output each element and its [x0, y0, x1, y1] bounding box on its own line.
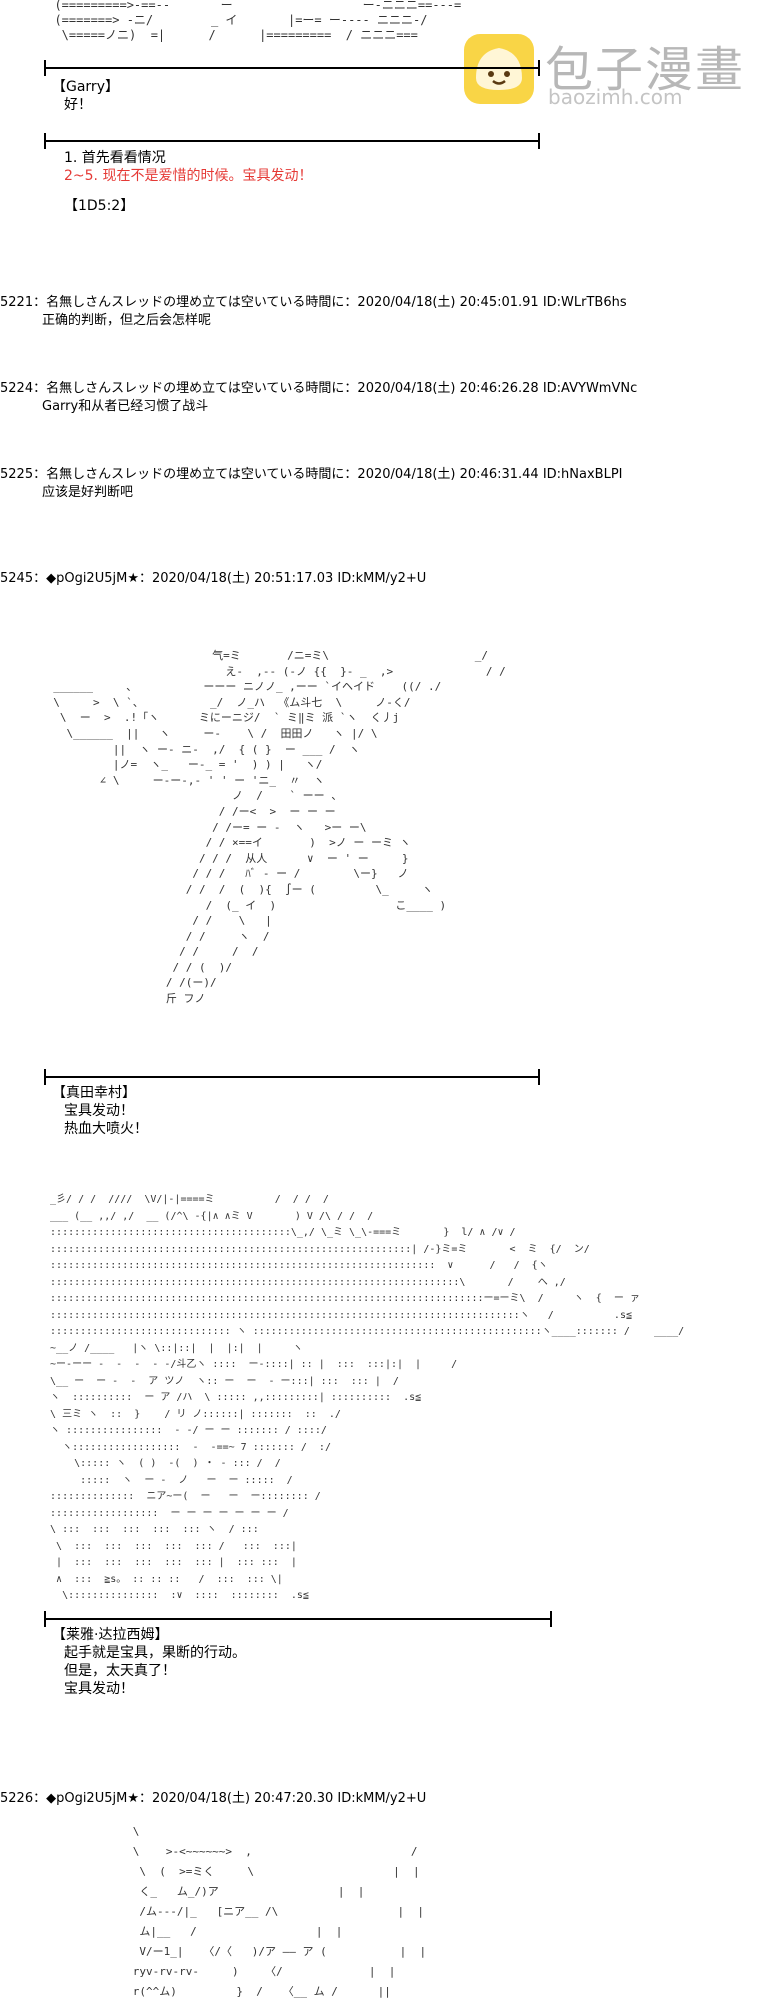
post-header: 5221：名無しさんスレッドの埋め立ては空いている時間に：2020/04/18(…: [0, 295, 627, 310]
dialogue-line: 起手就是宝具，果断的行动。: [64, 1645, 246, 1661]
watermark-url: baozimh.com: [548, 85, 683, 109]
dialogue-line: 好！: [64, 97, 92, 113]
dice-roll: 【1D5:2】: [64, 198, 135, 214]
divider: [44, 133, 540, 149]
post-header: 5225：名無しさんスレッドの埋め立ては空いている時間に：2020/04/18(…: [0, 467, 623, 482]
dialogue-line: 宝具发动！: [64, 1681, 134, 1697]
ascii-art-sanada: 气=ミ /ニ=ミ\ _/ え- ,-- (-ノ {{ }- _ ,> / / _…: [53, 649, 506, 1006]
ascii-art-bottom: \ \ >-<~~~~~~> , / \ ( >=ミく \ | | く_ ム_/…: [132, 1825, 427, 1998]
aa-top-fragment: (=========>-==-- ー ー-ニニニ==---= (=======>…: [54, 0, 462, 42]
speaker-name: 【莱雅·达拉西姆】: [52, 1627, 169, 1643]
post-body: Garry和从者已经习惯了战斗: [42, 399, 209, 414]
dialogue-garry: 【Garry】 好！: [52, 78, 119, 114]
post-header: 5224：名無しさんスレッドの埋め立ては空いている時間に：2020/04/18(…: [0, 381, 638, 396]
post-body: 应该是好判断吧: [42, 485, 134, 500]
ascii-art-medea: _彡/ / / //// \V/|-|====ミ / / / / ___ (__…: [50, 1194, 685, 1601]
dialogue-leia: 【莱雅·达拉西姆】 起手就是宝具，果断的行动。 但是，太天真了！ 宝具发动！: [52, 1626, 246, 1698]
baozi-logo-icon: [464, 34, 534, 104]
divider: [44, 1069, 540, 1085]
divider: [44, 60, 540, 76]
speaker-name: 【Garry】: [52, 79, 119, 95]
dialogue-line: 宝具发动！: [64, 1103, 134, 1119]
dialogue-line: 热血大喷火！: [64, 1121, 148, 1137]
choice-menu: 1. 首先看看情况 2~5. 现在不是爱惜的时候。宝具发动！ 【1D5:2】: [64, 149, 312, 215]
choice-option-1: 1. 首先看看情况: [64, 150, 166, 166]
post-header-5226: 5226：◆pOgi2U5jM★：2020/04/18(土) 20:47:20.…: [0, 1791, 427, 1806]
dialogue-line: 但是，太天真了！: [64, 1663, 176, 1679]
divider: [44, 1611, 552, 1627]
choice-option-2: 2~5. 现在不是爱惜的时候。宝具发动！: [64, 168, 313, 184]
dialogue-sanada: 【真田幸村】 宝具发动！ 热血大喷火！: [52, 1084, 148, 1138]
watermark-title: 包子漫畫: [545, 42, 746, 98]
speaker-name: 【真田幸村】: [52, 1085, 136, 1101]
post-body: 正确的判断，但之后会怎样呢: [42, 313, 212, 328]
post-header-5245: 5245：◆pOgi2U5jM★：2020/04/18(土) 20:51:17.…: [0, 571, 427, 586]
